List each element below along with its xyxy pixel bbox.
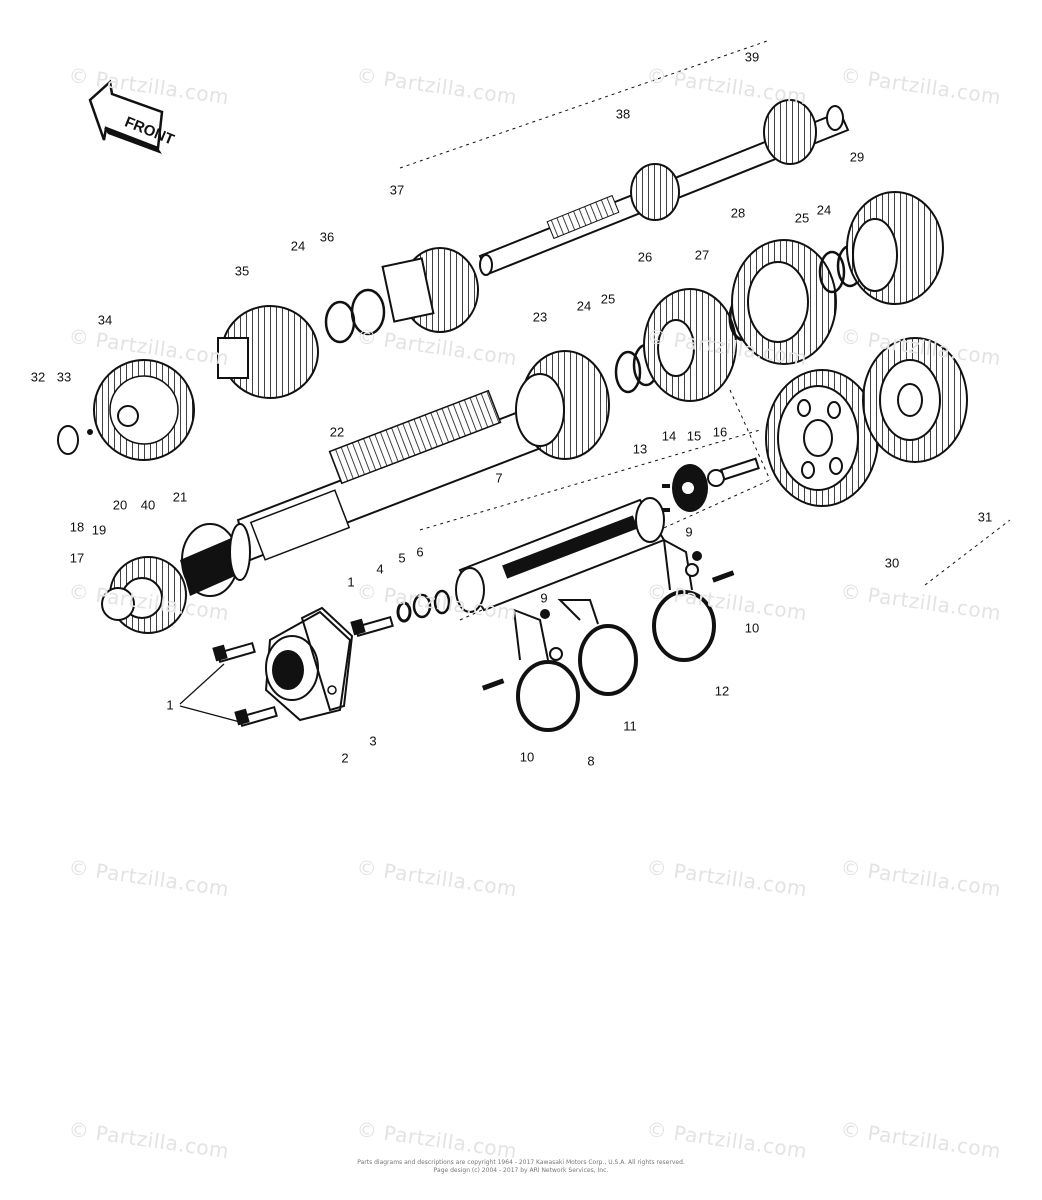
gear-37 [381, 247, 479, 333]
gear-23 [515, 350, 610, 460]
callout-10: 10 [744, 620, 760, 636]
shift-drum-7 [455, 497, 666, 613]
bearing-21 [180, 523, 251, 597]
callout-37: 37 [389, 182, 405, 198]
bolt-1-right [350, 615, 394, 638]
callout-29: 29 [849, 149, 865, 165]
callout-17: 17 [69, 550, 85, 566]
callout-19: 19 [91, 522, 107, 538]
callout-8: 8 [587, 753, 595, 769]
pin-9-left [540, 609, 550, 619]
callout-9: 9 [685, 524, 693, 540]
pin-10-left [481, 678, 505, 691]
washer-4 [396, 601, 412, 623]
copyright-line-1: Parts diagrams and descriptions are copy… [357, 1159, 685, 1166]
callout-7: 7 [495, 470, 503, 486]
callout-5: 5 [398, 550, 406, 566]
washer-5 [412, 593, 432, 619]
pin-10-right [711, 570, 735, 583]
detent-assembly [662, 457, 760, 512]
callout-1: 1 [166, 697, 174, 713]
shift-fork-11 [557, 599, 638, 696]
callout-4: 4 [376, 561, 384, 577]
callout-12: 12 [714, 683, 730, 699]
callout-25: 25 [600, 291, 616, 307]
shift-fork-8 [512, 608, 580, 732]
callout-3: 3 [369, 733, 377, 749]
gear-30 [765, 369, 879, 507]
callout-31: 31 [977, 509, 993, 525]
copyright-line-2: Page design (c) 2004 - 2017 by ARI Netwo… [433, 1167, 609, 1174]
callout-33: 33 [56, 369, 72, 385]
shift-fork-12 [652, 538, 716, 662]
gear-31 [862, 337, 968, 463]
callout-26: 26 [637, 249, 653, 265]
gear-26 [643, 288, 737, 402]
callout-24: 24 [816, 202, 832, 218]
callout-38: 38 [615, 106, 631, 122]
washer-24-upper [324, 300, 356, 344]
callout-36: 36 [319, 229, 335, 245]
callout-30: 30 [884, 555, 900, 571]
callout-25: 25 [794, 210, 810, 226]
gear-34 [93, 359, 195, 461]
pin-9-right [692, 551, 702, 561]
callout-23: 23 [532, 309, 548, 325]
leader-lines-1 [179, 663, 241, 723]
output-shaft [478, 99, 850, 276]
callout-35: 35 [234, 263, 250, 279]
gear-29 [846, 191, 944, 305]
callout-2: 2 [341, 750, 349, 766]
circlip-25-right [818, 250, 846, 294]
washer-32 [57, 425, 79, 455]
callout-28: 28 [730, 205, 746, 221]
callout-14: 14 [661, 428, 677, 444]
callout-39: 39 [744, 49, 760, 65]
callout-11: 11 [623, 718, 637, 734]
callout-13: 13 [632, 441, 648, 457]
callout-16: 16 [712, 424, 728, 440]
callout-9: 9 [540, 590, 548, 606]
gear-28 [731, 239, 837, 365]
ball-33 [87, 429, 93, 435]
callout-1: 1 [347, 574, 355, 590]
washer-24-mid [614, 350, 642, 394]
bolt-1-upper [212, 641, 256, 664]
drive-shaft-22 [236, 389, 574, 562]
callout-34: 34 [97, 312, 113, 328]
callout-27: 27 [694, 247, 710, 263]
callout-24: 24 [290, 238, 306, 254]
callout-40: 40 [140, 497, 156, 513]
callout-20: 20 [112, 497, 128, 513]
callout-18: 18 [69, 519, 85, 535]
cover-2 [264, 610, 352, 722]
callout-32: 32 [30, 369, 46, 385]
callout-21: 21 [172, 489, 188, 505]
sprocket-20 [101, 556, 187, 634]
bolt-1-lower [234, 705, 278, 728]
gasket-3 [300, 606, 354, 712]
callout-15: 15 [686, 428, 702, 444]
callout-6: 6 [416, 544, 424, 560]
callout-24: 24 [576, 298, 592, 314]
washer-6 [433, 589, 451, 615]
callout-10: 10 [519, 749, 535, 765]
callout-22: 22 [329, 424, 345, 440]
gear-35 [217, 305, 319, 399]
